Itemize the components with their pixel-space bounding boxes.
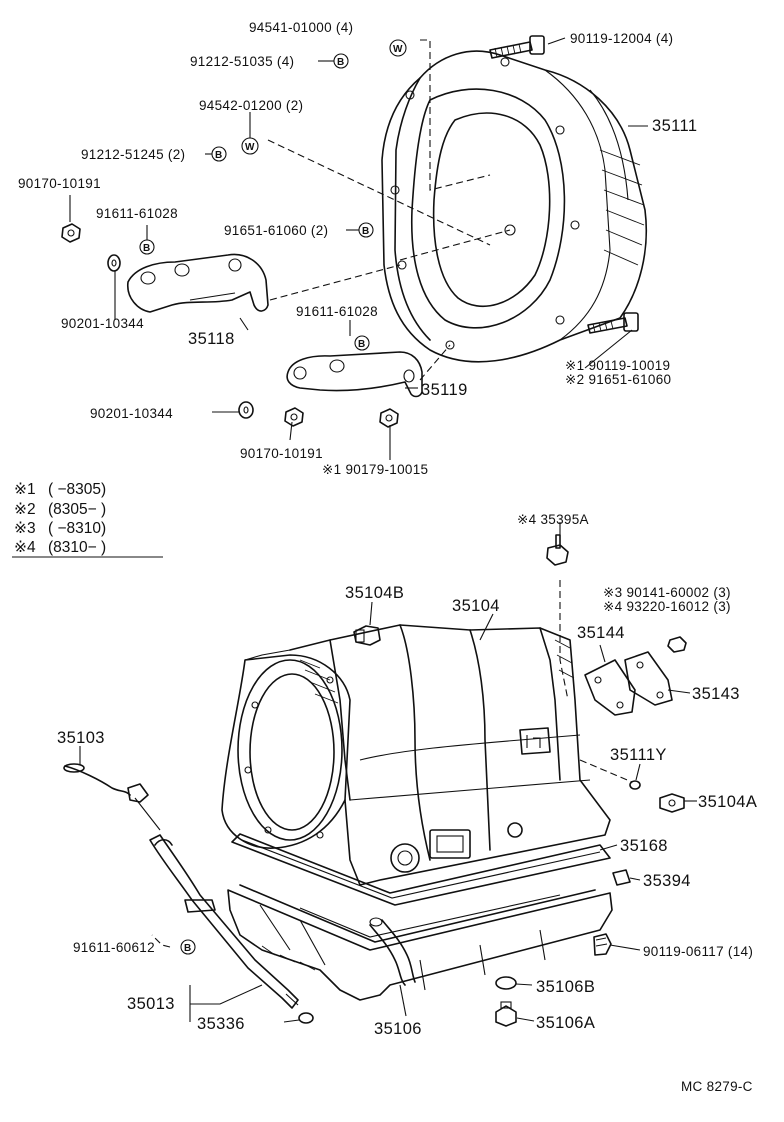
magnet-35394 [612, 869, 631, 886]
bolt-symbol-91611-60612: B [180, 939, 196, 955]
label-35119: 35119 [421, 381, 468, 399]
label-35395A: ※4 35395A [517, 512, 589, 527]
label-94542-01200: 94542-01200 (2) [199, 98, 303, 113]
label-90179-10015: ※1 90179-10015 [322, 462, 428, 477]
legend-range-2: (8305− ) [48, 501, 106, 518]
dipstick-tube-35013 [149, 834, 299, 1009]
legend-mark-2: ※2 [14, 501, 36, 518]
plug-35104B [353, 625, 381, 646]
oil-pan-35106 [227, 884, 613, 1001]
label-93220-16012: ※4 93220-16012 (3) [603, 599, 731, 614]
bracket-35119 [286, 351, 423, 398]
label-91611-61028-b: 91611-61028 [296, 304, 378, 319]
svg-text:B: B [184, 943, 191, 954]
label-94541-01000: 94541-01000 (4) [249, 20, 353, 35]
legend-range-1: ( −8305) [48, 481, 106, 498]
drain-plug-35106A [495, 1001, 517, 1027]
label-35103: 35103 [57, 729, 105, 747]
oil-pan-gasket-35168 [231, 833, 611, 906]
label-90119-10019: ※1 90119-10019 [565, 358, 670, 373]
transmission-case-bell-housing [381, 50, 648, 363]
legend-range-3: ( −8310) [48, 520, 106, 537]
label-35144: 35144 [577, 624, 625, 642]
label-35168: 35168 [620, 837, 668, 855]
o-ring-35111Y [629, 780, 641, 790]
transmission-case-35104 [221, 624, 611, 886]
label-35104: 35104 [452, 597, 500, 615]
label-91212-51035: 91212-51035 (4) [190, 54, 294, 69]
washer-symbol-94542: W [241, 137, 259, 155]
label-91651-61060: 91651-61060 (2) [224, 223, 328, 238]
bolt-90119-12004 [489, 35, 545, 59]
oil-filler-tube [369, 917, 416, 986]
bracket-35118 [127, 253, 269, 313]
label-35106: 35106 [374, 1020, 422, 1038]
legend-mark-1: ※1 [14, 481, 36, 498]
label-91651-61060-b: ※2 91651-61060 [565, 372, 671, 387]
label-35104A: 35104A [698, 793, 757, 811]
bolt-90179-10015 [379, 408, 399, 428]
svg-text:B: B [215, 150, 222, 161]
label-35394: 35394 [643, 872, 691, 890]
bolt-90119-10019 [587, 312, 639, 334]
label-91611-61028-a: 91611-61028 [96, 206, 178, 221]
svg-text:W: W [393, 44, 403, 55]
bolt-symbol-91212-51035: B [333, 53, 349, 69]
date-range-legend: ※1 ( −8305) ※2 (8305− ) ※3 ( −8310) ※4 (… [12, 481, 163, 558]
washer-symbol-94541: W [389, 39, 407, 57]
legend-mark-3: ※3 [14, 520, 36, 537]
gasket-35106B [495, 976, 517, 990]
dipstick-35103 [63, 763, 161, 831]
bolt-symbol-91212-51245: B [211, 146, 227, 162]
bolt-symbol-91611-61028-a: B [139, 239, 155, 255]
plate-35143 [624, 651, 673, 706]
label-91611-60612: 91611-60612 [73, 940, 155, 955]
label-35106B: 35106B [536, 978, 595, 996]
legend-mark-4: ※4 [14, 539, 36, 556]
washer-90201-10344-b [238, 401, 254, 419]
o-ring-35336 [298, 1012, 314, 1024]
label-35118: 35118 [188, 330, 235, 348]
washer-90201-10344-a [107, 254, 121, 272]
label-35111Y: 35111Y [610, 746, 667, 764]
bolt-symbol-91651-61060: B [358, 222, 374, 238]
label-90201-10344-b: 90201-10344 [90, 406, 173, 421]
label-35111: 35111 [652, 117, 697, 135]
label-90119-12004: 90119-12004 (4) [570, 31, 673, 46]
svg-text:W: W [245, 142, 255, 153]
bolt-90119-06117 [593, 933, 612, 956]
bolt-90141-60002 [667, 636, 687, 653]
label-90170-10191-a: 90170-10191 [18, 176, 101, 191]
sensor-35395A [546, 534, 569, 566]
label-35143: 35143 [692, 685, 740, 703]
svg-text:B: B [362, 226, 369, 237]
plug-35104A [659, 793, 685, 813]
plate-35144 [584, 659, 636, 716]
legend-range-4: (8310− ) [48, 539, 106, 556]
label-90201-10344-a: 90201-10344 [61, 316, 144, 331]
label-90170-10191-b: 90170-10191 [240, 446, 323, 461]
label-35013: 35013 [127, 995, 175, 1013]
label-90119-06117: 90119-06117 (14) [643, 944, 753, 959]
svg-text:B: B [337, 57, 344, 68]
svg-text:B: B [358, 339, 365, 350]
figure-code: MC 8279-C [681, 1079, 753, 1094]
nut-90170-10191-a [61, 223, 81, 243]
svg-text:B: B [143, 243, 150, 254]
label-90141-60002: ※3 90141-60002 (3) [603, 585, 731, 600]
bolt-symbol-91611-61028-b: B [354, 335, 370, 351]
label-35106A: 35106A [536, 1014, 595, 1032]
label-35336: 35336 [197, 1015, 245, 1033]
label-35104B: 35104B [345, 584, 404, 602]
nut-90170-10191-b [284, 407, 304, 427]
label-91212-51245: 91212-51245 (2) [81, 147, 185, 162]
